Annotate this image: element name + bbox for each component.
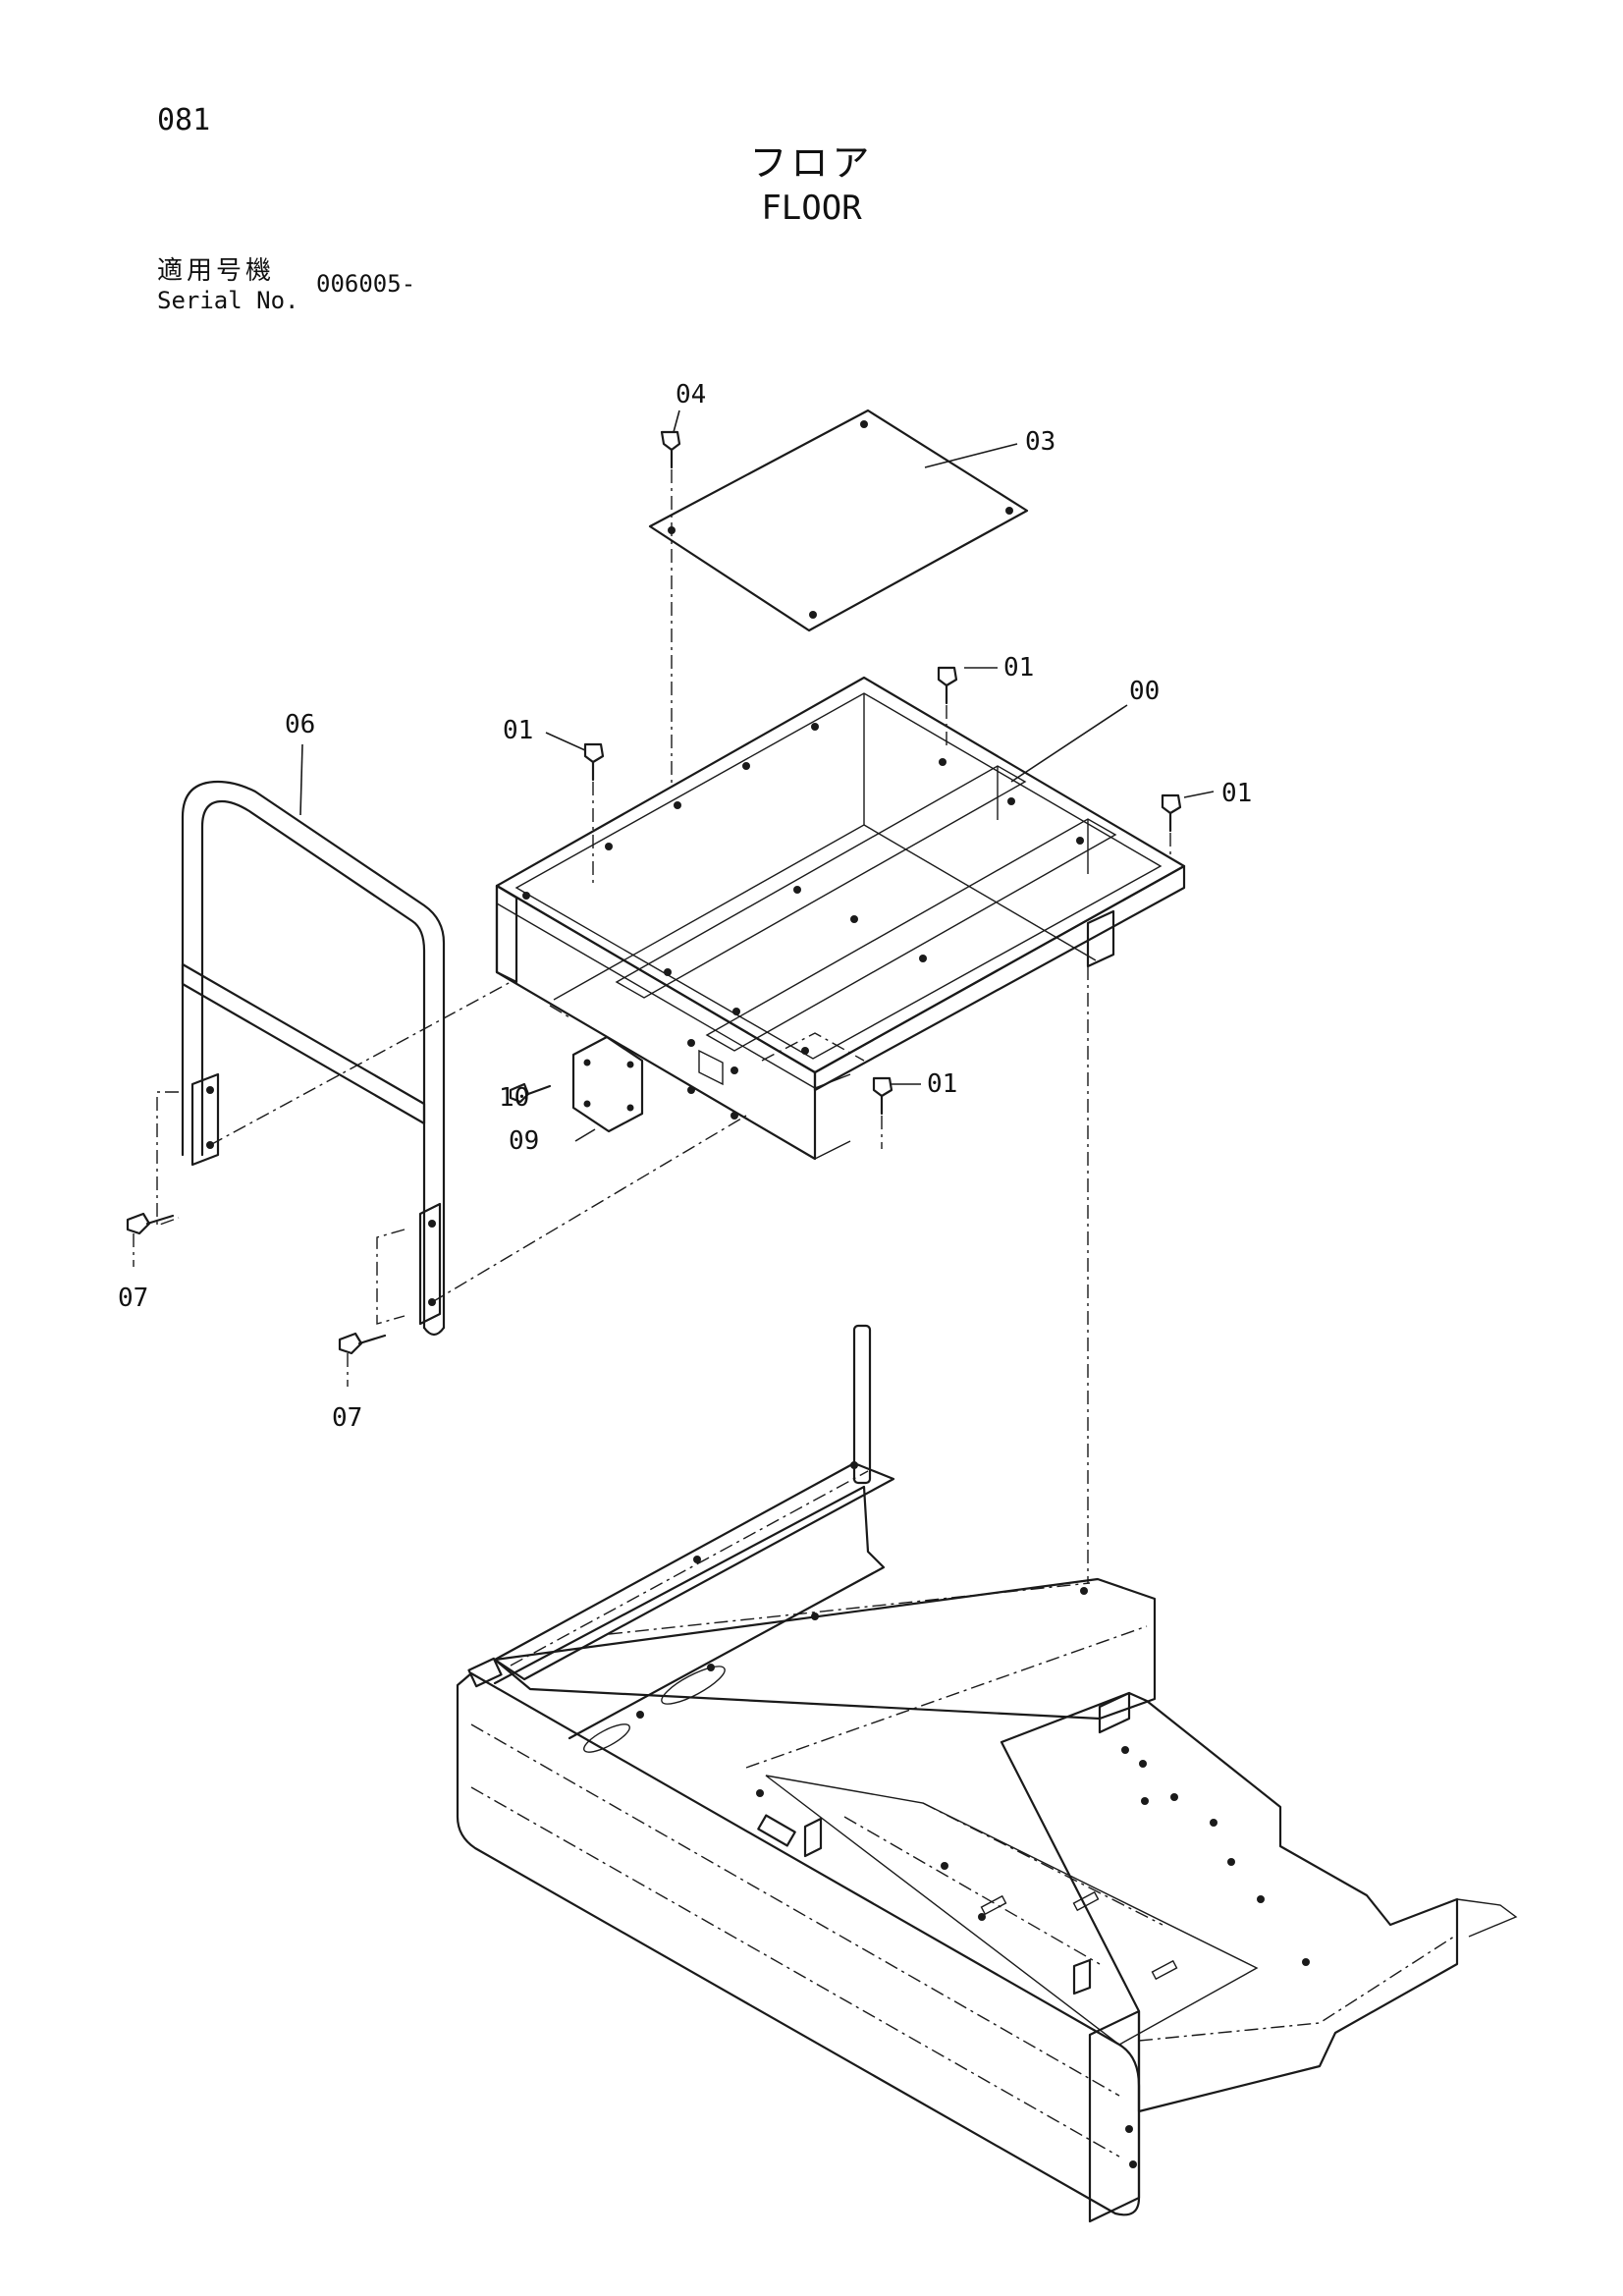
callout-01: 01 <box>927 1069 957 1099</box>
callout-10: 10 <box>499 1083 529 1113</box>
serial-number-value: 006005- <box>316 270 416 298</box>
callout-03: 03 <box>1025 427 1055 457</box>
page-title-japanese: フロア <box>749 141 874 185</box>
cover-09 <box>571 1035 644 1133</box>
bolt-01-left <box>583 742 605 884</box>
callout-07: 07 <box>118 1284 148 1313</box>
bolt-10 <box>509 1082 552 1104</box>
callout-00: 00 <box>1129 677 1160 706</box>
bolt-01-top <box>937 666 958 746</box>
page-number: 081 <box>157 103 211 137</box>
bolt-07-left <box>126 1212 175 1267</box>
callout-07: 07 <box>332 1403 362 1433</box>
leader-lines <box>299 410 1215 1142</box>
callout-01: 01 <box>1003 653 1034 683</box>
plate-03 <box>648 409 1029 632</box>
callout-09: 09 <box>509 1126 539 1156</box>
bolt-07-right <box>338 1332 387 1387</box>
serial-label: Serial No. <box>157 287 299 314</box>
bolt-04 <box>660 430 681 786</box>
serial-label-japanese: 適用号機 <box>157 256 276 286</box>
bolt-01-lower <box>872 1076 893 1149</box>
base-frame <box>456 1324 1518 2223</box>
floor-frame-00 <box>495 676 1186 1161</box>
callout-04: 04 <box>676 380 706 410</box>
page-title: FLOOR <box>761 189 862 228</box>
callout-01: 01 <box>1221 779 1252 808</box>
callout-01: 01 <box>503 716 533 745</box>
bolt-01-right <box>1161 793 1182 854</box>
handrail-06 <box>156 780 747 1337</box>
callout-06: 06 <box>285 710 315 739</box>
